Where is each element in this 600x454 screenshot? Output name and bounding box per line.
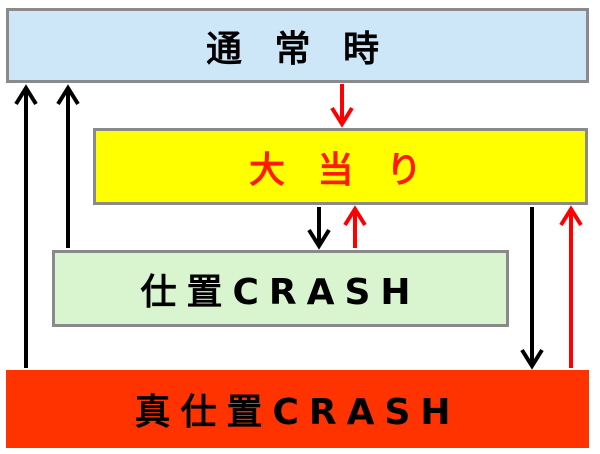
arrow-setting-to-jackpot [343,205,367,248]
arrow-true-setting-to-jackpot [559,205,583,368]
state-true-setting-crash-box: 真仕置CRASH [6,370,589,448]
arrow-jackpot-to-true-setting [520,207,544,370]
state-normal-box: 通 常 時 [6,8,589,83]
state-jackpot-box: 大 当 り [93,128,588,205]
state-true-setting-crash-label: 真仕置CRASH [134,392,461,433]
arrow-setting-to-normal [56,84,80,248]
arrow-normal-to-jackpot [330,84,354,128]
state-setting-crash-label: 仕置CRASH [140,271,421,313]
arrow-true-setting-to-normal [14,84,38,368]
arrow-jackpot-to-setting [307,207,331,250]
state-normal-label: 通 常 時 [205,28,390,70]
state-jackpot-label: 大 当 り [248,149,433,191]
state-setting-crash-box: 仕置CRASH [52,250,509,327]
